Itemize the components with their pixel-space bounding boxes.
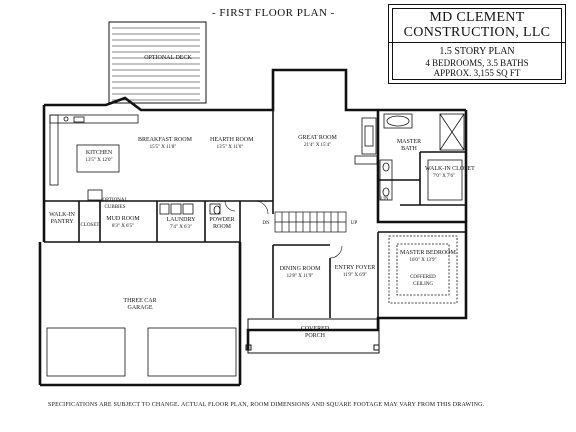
master-bedroom-dimensions: 16'0" X 13'9" xyxy=(409,258,437,263)
great-room-fixtures xyxy=(354,117,378,165)
kitchen-name: KITCHEN xyxy=(85,150,113,156)
label-master-bedroom: MASTER BEDROOM 16'0" X 13'9" xyxy=(400,250,456,264)
breakfast-name: BREAKFAST ROOM xyxy=(138,137,192,143)
entry-foyer-dimensions: 11'9" X 6'9" xyxy=(342,273,368,278)
label-linen: LIN. xyxy=(380,197,390,202)
laundry-fixtures xyxy=(159,203,221,215)
company-name-line2: CONSTRUCTION, LLC xyxy=(403,25,551,40)
label-covered-porch: COVERED PORCH xyxy=(300,326,330,339)
dining-room-dimensions: 12'8" X 11'9" xyxy=(286,274,314,279)
mud-room-name: MUD ROOM xyxy=(106,216,140,222)
label-master-bath: MASTER BATH xyxy=(396,139,422,152)
breakfast-dimensions: 15'5" X 11'8" xyxy=(149,145,177,150)
label-stairs-down: DN xyxy=(262,221,270,226)
master-bath-fixtures xyxy=(379,113,465,201)
kitchen-fixtures xyxy=(49,114,139,201)
master-bedroom-name: MASTER BEDROOM xyxy=(400,250,456,256)
page-title: - FIRST FLOOR PLAN - xyxy=(212,7,335,19)
square-footage: APPROX. 3,155 SQ FT xyxy=(433,68,521,78)
label-great-room: GREAT ROOM 21'4" X 15'4" xyxy=(290,135,345,149)
kitchen-dimensions: 13'5" X 12'0" xyxy=(85,158,113,163)
label-optional-deck: OPTIONAL DECK xyxy=(144,55,192,61)
entry-foyer-name: ENTRY FOYER xyxy=(334,265,376,271)
label-optional-cubbies: OPTIONAL CUBBIES xyxy=(102,198,128,210)
great-room-dimensions: 21'4" X 15'4" xyxy=(304,143,331,148)
porch-outline xyxy=(245,318,380,354)
label-kitchen: KITCHEN 13'5" X 12'0" xyxy=(78,150,120,164)
laundry-dimensions: 7'4" X 6'3" xyxy=(170,225,192,230)
title-block: MD CLEMENT CONSTRUCTION, LLC 1.5 STORY P… xyxy=(388,4,566,84)
dining-room-name: DINING ROOM xyxy=(279,266,321,272)
stairs xyxy=(274,211,347,233)
label-stairs-up: UP xyxy=(350,221,358,226)
door-swings xyxy=(224,200,343,259)
great-room-name: GREAT ROOM xyxy=(298,135,337,141)
label-dining-room: DINING ROOM 12'8" X 11'9" xyxy=(276,266,324,280)
exterior-walls xyxy=(38,68,468,387)
label-mud-room: MUD ROOM 8'3" X 6'5" xyxy=(106,216,140,230)
interior-walls xyxy=(44,110,466,318)
label-entry-foyer: ENTRY FOYER 11'9" X 6'9" xyxy=(334,265,376,279)
label-closet: CLOSET xyxy=(80,223,100,228)
title-block-divider xyxy=(389,42,565,43)
coffered-ceiling-outline xyxy=(388,235,458,304)
company-name-line1: MD CLEMENT xyxy=(429,10,525,25)
deck-hatch xyxy=(112,27,200,101)
beds-baths: 4 BEDROOMS, 3.5 BATHS xyxy=(425,58,529,68)
hearth-name: HEARTH ROOM xyxy=(210,137,254,143)
label-walkin-closet: WALK-IN CLOSET 7'0" X 7'6" xyxy=(425,166,475,180)
mud-room-dimensions: 8'3" X 6'5" xyxy=(112,224,134,229)
walkin-closet-name: WALK-IN CLOSET xyxy=(425,166,475,172)
label-coffered-ceiling: COFFERED CEILING xyxy=(410,275,436,287)
laundry-name: LAUNDRY xyxy=(166,217,196,223)
title-block-inner-frame xyxy=(392,8,562,80)
label-powder-room: POWDER ROOM xyxy=(209,217,235,230)
plan-type: 1.5 STORY PLAN xyxy=(439,46,515,57)
label-laundry: LAUNDRY 7'4" X 6'3" xyxy=(162,217,200,231)
deck-outline xyxy=(108,21,207,104)
label-garage: THREE CAR GARAGE xyxy=(123,298,157,311)
label-walkin-pantry: WALK-IN PANTRY xyxy=(49,212,75,225)
label-breakfast-room: BREAKFAST ROOM 15'5" X 11'8" xyxy=(138,137,192,151)
garage-doors xyxy=(46,327,237,377)
hearth-dimensions: 13'5" X 11'0" xyxy=(216,145,244,150)
disclaimer-text: SPECIFICATIONS ARE SUBJECT TO CHANGE. AC… xyxy=(48,402,485,408)
label-hearth-room: HEARTH ROOM 13'5" X 11'0" xyxy=(210,137,254,151)
walkin-closet-dimensions: 7'0" X 7'6" xyxy=(433,174,455,179)
